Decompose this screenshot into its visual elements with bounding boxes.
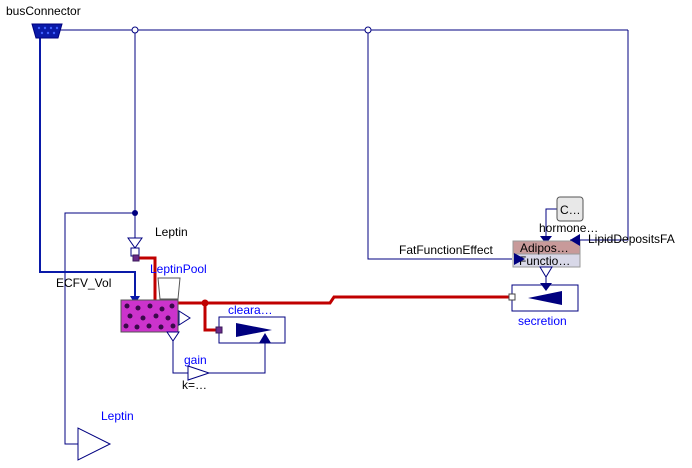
ecfv-vol-wire[interactable]	[39, 38, 136, 296]
secretion-arrow-icon	[528, 291, 562, 305]
pool-bottom-output-icon	[166, 331, 180, 342]
secretion-port	[508, 293, 516, 301]
flow-junction-dot	[201, 299, 209, 307]
pool-output-icon	[178, 310, 191, 326]
adipose-function-block[interactable]: Adipos… Functio…	[512, 234, 581, 278]
clearance-arrow-icon	[236, 323, 272, 337]
pool-particles	[123, 303, 176, 330]
flow-wires	[138, 256, 512, 332]
gain-triangle-icon	[187, 365, 211, 381]
beaker-icon	[157, 277, 181, 300]
secretion-input-icon	[540, 283, 552, 291]
leptin-output-label: Leptin	[101, 409, 134, 423]
secretion-flow-wire[interactable]	[205, 295, 512, 305]
bus-right-wire[interactable]	[580, 30, 629, 241]
leptin-bus-label: Leptin	[155, 225, 188, 239]
adipose-output-icon	[539, 266, 553, 278]
adipose-label-2: Functio…	[519, 254, 570, 268]
hormone-arrow-icon	[540, 236, 552, 244]
adipose-label-1: Adipos…	[520, 241, 569, 255]
lipid-input-icon	[570, 234, 580, 246]
sensor-input-icon	[127, 237, 143, 249]
leptin-sensor[interactable]: Leptin	[127, 225, 188, 257]
fat-effect-input-icon	[514, 253, 525, 265]
gain-input-wire[interactable]	[172, 334, 188, 374]
junction-dot	[132, 210, 138, 216]
fat-function-wire[interactable]	[367, 30, 512, 260]
clearance-input-icon	[259, 333, 271, 343]
leptin-pool[interactable]: LeptinPool ECFV_Vol	[56, 254, 207, 342]
bus-connector[interactable]: busConnector	[6, 4, 81, 39]
clearance-block[interactable]: cleara…	[215, 303, 286, 344]
clearance-flow-wire[interactable]	[203, 303, 219, 332]
output-triangle-icon	[77, 427, 112, 461]
gain-block[interactable]: gain k=…	[182, 353, 211, 392]
ecfv-vol-label: ECFV_Vol	[56, 276, 111, 290]
clearance-port	[215, 326, 223, 334]
gain-label: gain	[184, 353, 207, 367]
gain-k-label: k=…	[182, 378, 207, 392]
pool-flow-port	[132, 254, 140, 262]
bus-connector-icon	[31, 23, 63, 39]
c-block[interactable]: C…	[556, 196, 584, 222]
clearance-label: cleara…	[228, 303, 273, 317]
c-block-body	[556, 196, 584, 222]
c-block-wire[interactable]	[545, 208, 557, 242]
fat-function-effect-label: FatFunctionEffect	[399, 243, 493, 257]
leptin-output[interactable]: Leptin	[77, 409, 134, 461]
secretion-label: secretion	[518, 314, 567, 328]
signal-wires	[60, 29, 629, 445]
hormone-label: hormone…	[539, 221, 598, 235]
lipid-deposits-label: LipidDepositsFA	[588, 232, 675, 246]
leptin-output-wire[interactable]	[64, 212, 135, 445]
leptin-pool-label: LeptinPool	[150, 262, 207, 276]
junction-dot	[131, 26, 139, 34]
c-block-label: C…	[560, 203, 581, 217]
bus-connector-label: busConnector	[6, 4, 81, 18]
pool-flow-wire[interactable]	[138, 256, 205, 305]
secretion-block[interactable]: secretion	[508, 283, 579, 328]
gain-output-wire[interactable]	[208, 340, 266, 374]
junction-dot	[364, 26, 372, 34]
